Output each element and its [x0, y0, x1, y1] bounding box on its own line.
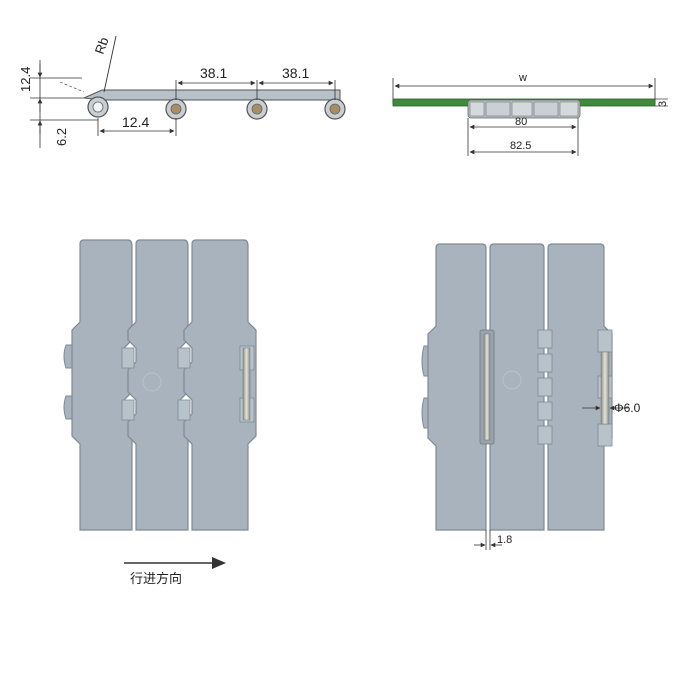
dimension-gap: 1.8 — [497, 534, 512, 546]
hinge-pin — [242, 347, 251, 421]
dimension-pin-diameter: Φ6.0 — [614, 401, 641, 415]
hinge-knuckle — [324, 98, 346, 120]
dimension-pitch-2: 38.1 — [282, 65, 309, 81]
dimension-12-4-vertical: 12.4 — [18, 67, 33, 92]
dimension-rb: Rb — [92, 35, 112, 56]
end-view: w 80 82.5 3 — [392, 72, 669, 156]
dimension-3: 3 — [657, 101, 669, 107]
hinge-knuckle — [246, 98, 268, 120]
bottom-view: 行进方向 — [63, 239, 257, 587]
hinge-pin — [483, 333, 491, 441]
chain-plate — [427, 243, 487, 531]
chain-plate — [547, 243, 613, 531]
chain-plate — [71, 239, 133, 531]
dimension-12-4-horizontal: 12.4 — [122, 114, 149, 130]
top-view: Φ6.0 1.8 — [421, 243, 641, 550]
travel-direction-arrow — [124, 557, 226, 569]
chain-plate — [127, 239, 189, 531]
dimension-82-5: 82.5 — [510, 140, 531, 152]
hinge-pin — [600, 351, 610, 425]
travel-direction-label: 行进方向 — [130, 571, 182, 587]
side-view: 12.4 6.2 Rb 38.1 38.1 12.4 — [18, 35, 346, 148]
hinge-knuckle — [165, 98, 187, 120]
hinge-barrel — [467, 99, 581, 119]
dimension-80: 80 — [515, 116, 527, 128]
dimension-pitch-1: 38.1 — [200, 65, 227, 81]
dimension-6-2: 6.2 — [54, 128, 69, 146]
hinge-knuckle — [87, 96, 109, 118]
chain-plate — [183, 239, 257, 531]
dimension-w: w — [518, 72, 527, 84]
